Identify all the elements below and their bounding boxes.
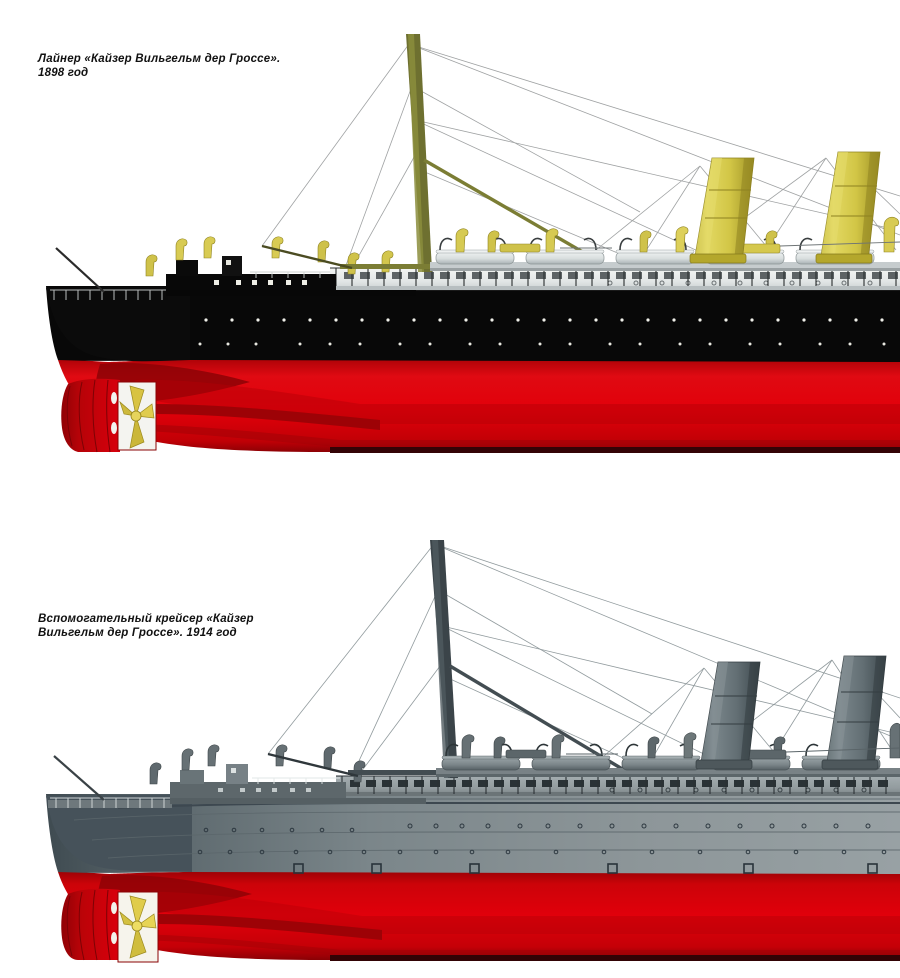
- boat-deck-liner: [430, 216, 900, 271]
- propeller-icon-liner: [119, 385, 155, 449]
- portholes-row-lower-liner: [198, 342, 886, 346]
- aft-deckhouse-cruiser: [48, 744, 426, 808]
- boat-deck-rail-cruiser: [566, 747, 900, 755]
- stern-rudder-propeller-cruiser: [61, 888, 382, 963]
- portholes-row-upper-liner: [204, 318, 884, 322]
- stern-rudder-propeller-liner: [61, 378, 380, 453]
- lifeboat: [615, 237, 695, 265]
- caption-liner-1898: Лайнер «Кайзер Вильгельм дер Гроссе». 18…: [38, 53, 281, 79]
- funnel-forward-liner: [689, 157, 755, 264]
- propeller-icon-cruiser: [119, 895, 157, 959]
- hull-lower-cruiser: [58, 871, 900, 961]
- hull-upper-liner: [46, 286, 900, 362]
- superstructure-cruiser: [336, 775, 900, 796]
- gun-ports-cruiser: [293, 863, 878, 874]
- mainmast-cruiser: [267, 540, 625, 778]
- superstructure-liner: [330, 267, 900, 290]
- aft-deckhouse-liner: [48, 236, 416, 300]
- caption-auxiliary-cruiser-1914: Вспомогательный крейсер «Кайзер Вильгель…: [38, 613, 254, 639]
- ship-liner-1898: [46, 34, 900, 453]
- lifeboat: [531, 743, 611, 771]
- funnel-aft-liner: [815, 151, 881, 264]
- funnel-forward-cruiser: [695, 661, 761, 770]
- funnel-aft-cruiser: [821, 655, 887, 770]
- hull-upper-cruiser: [46, 794, 900, 874]
- boat-deck-rail-liner: [560, 241, 900, 249]
- rigging-liner: [261, 43, 900, 269]
- ship-auxiliary-cruiser-1914: [46, 540, 900, 963]
- rigging-cruiser: [267, 543, 900, 777]
